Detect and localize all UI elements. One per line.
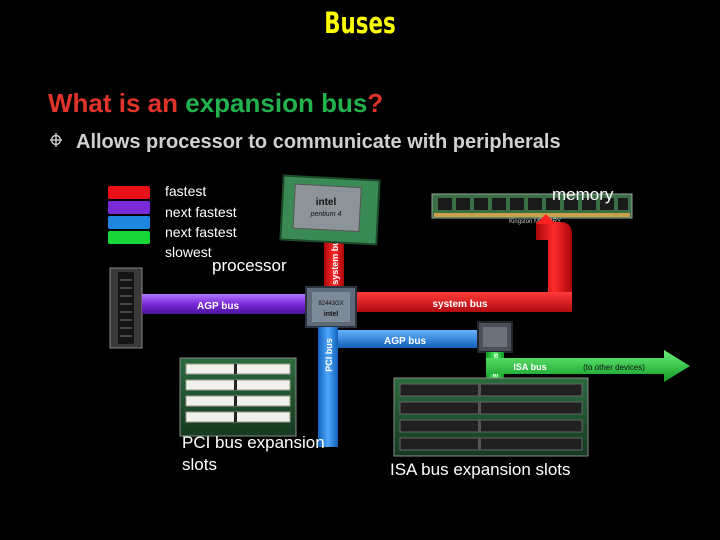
legend-label-next-fastest-1: next fastest bbox=[165, 204, 237, 220]
agp-bus-right bbox=[338, 330, 478, 348]
legend-swatch-slowest bbox=[108, 231, 150, 244]
isa-to-other-devices-label: (to other devices) bbox=[583, 363, 645, 372]
system-bus-horizontal-label: system bus bbox=[432, 299, 487, 310]
isa-bus-horizontal-label: ISA bus bbox=[513, 362, 546, 372]
agp-bus-right-label: AGP bus bbox=[384, 336, 426, 347]
memory-module: Kingston MEMORY bbox=[431, 193, 633, 225]
memory-bus-link bbox=[536, 222, 572, 300]
legend-label-next-fastest-2: next fastest bbox=[165, 224, 237, 240]
legend-swatch-next-fastest-purple bbox=[108, 201, 150, 214]
heading-highlight: expansion bus bbox=[185, 88, 368, 118]
cpu-model-text: pentium 4 bbox=[310, 211, 342, 218]
legend-label-slowest: slowest bbox=[165, 244, 212, 260]
memory-label: memory bbox=[552, 185, 614, 204]
isa-bus-horizontal bbox=[486, 350, 690, 382]
chipset-brand-text: intel bbox=[324, 311, 338, 318]
agp-bus-left-label: AGP bus bbox=[197, 301, 239, 312]
legend-swatch-fastest bbox=[108, 186, 150, 199]
memory-brand-text: Kingston MEMORY bbox=[509, 219, 561, 225]
processor-label: processor bbox=[212, 256, 287, 275]
slide-heading: What is an expansion bus? bbox=[48, 88, 383, 119]
bullet-text: Allows processor to communicate with per… bbox=[76, 131, 561, 153]
slide-title: Buses bbox=[324, 6, 396, 40]
circle-cross-bullet-icon bbox=[50, 132, 64, 151]
processor-chip: intel pentium 4 bbox=[279, 174, 381, 246]
system-bus-vertical-label: system bus bbox=[330, 235, 340, 285]
cpu-brand-text: intel bbox=[316, 197, 337, 208]
isa-expansion-slots bbox=[393, 377, 589, 457]
pci-expansion-slots bbox=[179, 357, 297, 437]
bullet-item: Allows processor to communicate with per… bbox=[50, 131, 561, 154]
heading-text-1: What is an bbox=[48, 88, 186, 118]
chipset-model-text: 82443GX bbox=[318, 301, 343, 307]
heading-text-2: ? bbox=[367, 88, 384, 118]
pci-bus-vertical bbox=[318, 327, 338, 447]
pci-bus-vertical-label: PCI bus bbox=[324, 338, 334, 372]
chipset-chip: 82443GX intel bbox=[305, 286, 357, 328]
legend-swatches bbox=[108, 186, 150, 244]
memory-arrow-head bbox=[536, 214, 556, 224]
south-bridge-chip bbox=[477, 321, 513, 353]
system-bus-horizontal bbox=[356, 292, 572, 312]
system-bus-vertical bbox=[324, 228, 344, 292]
agp-slot-connector bbox=[109, 267, 143, 349]
isa-slots-label: ISA bus expansion slots bbox=[390, 460, 571, 479]
agp-bus-left bbox=[142, 294, 306, 314]
legend-swatch-next-fastest-blue bbox=[108, 216, 150, 229]
legend-label-fastest: fastest bbox=[165, 183, 207, 199]
pci-slots-label: PCI bus expansion slots bbox=[182, 433, 325, 474]
